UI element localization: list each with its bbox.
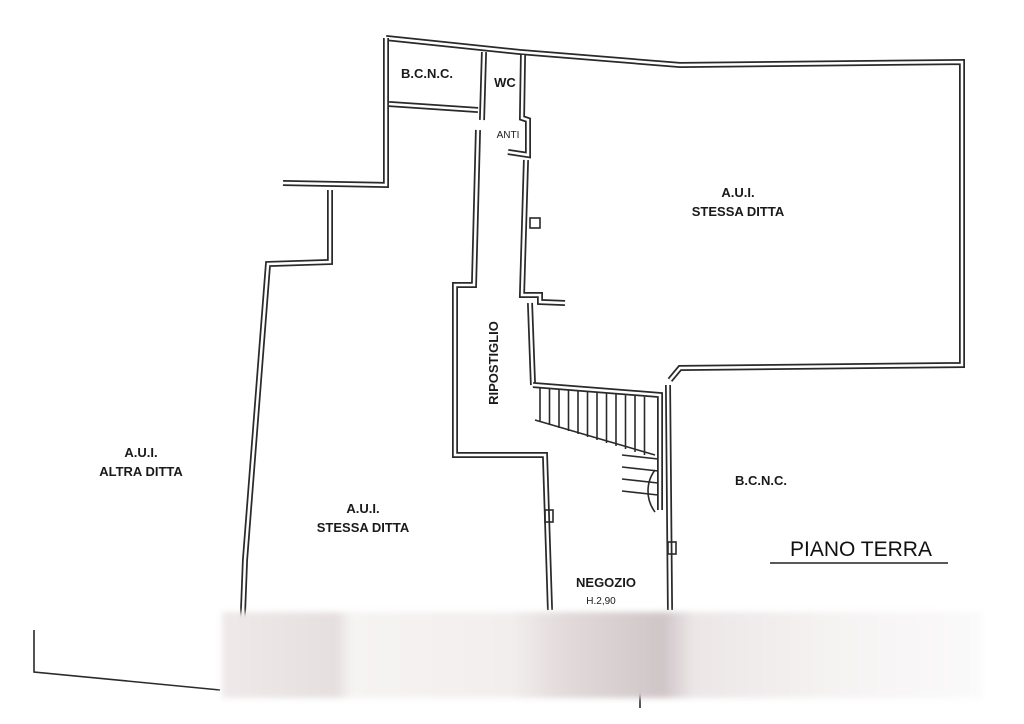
room-label-wc: WC [494, 75, 516, 90]
room-label-bcnc-right: B.C.N.C. [735, 473, 787, 488]
room-label-aui-altra-2: ALTRA DITTA [99, 464, 183, 479]
stair-steps [539, 388, 659, 496]
stair-tread [621, 466, 659, 472]
room-label-ripostiglio: RIPOSTIGLIO [486, 321, 501, 405]
room-label-aui-stessa-top-2: STESSA DITTA [692, 204, 785, 219]
redacted-region [222, 612, 982, 698]
room-label-anti: ANTI [497, 130, 520, 141]
room-label-aui-stessa-mid-2: STESSA DITTA [317, 520, 410, 535]
stair-tread [621, 490, 659, 496]
room-label-aui-stessa-top-1: A.U.I. [721, 185, 754, 200]
plan-title: PIANO TERRA [790, 538, 932, 561]
room-label-negozio-height: H.2,90 [586, 596, 616, 607]
room-label-bcnc-top: B.C.N.C. [401, 66, 453, 81]
stair-tread [621, 454, 659, 460]
walls [33, 35, 965, 708]
room-label-negozio: NEGOZIO [576, 575, 636, 590]
stair-tread [621, 478, 659, 484]
room-label-aui-altra-1: A.U.I. [124, 445, 157, 460]
room-label-aui-stessa-mid-1: A.U.I. [346, 501, 379, 516]
